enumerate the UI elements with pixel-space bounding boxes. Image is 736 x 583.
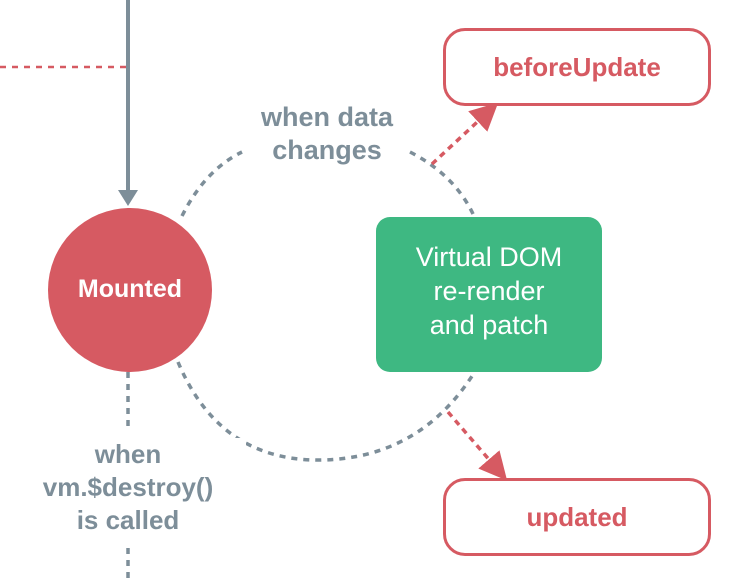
when-data-line-2: changes xyxy=(272,135,382,165)
mounted-circle xyxy=(48,208,212,372)
virtual-dom-line-1: Virtual DOM xyxy=(415,242,563,272)
when-data-changes-label: when data changes xyxy=(232,101,422,167)
before-update-label: beforeUpdate xyxy=(493,51,661,82)
when-destroy-label: when vm.$destroy() is called xyxy=(10,438,246,537)
incoming-arrowhead xyxy=(118,190,138,206)
when-data-line-1: when data xyxy=(260,102,394,132)
updated-label: updated xyxy=(526,501,628,532)
virtual-dom-line-3: and patch xyxy=(429,310,549,340)
virtual-dom-label: Virtual DOM re-render and patch xyxy=(376,240,602,342)
virtual-dom-box xyxy=(376,217,602,372)
when-destroy-line-1: when xyxy=(94,439,162,469)
before-update-hook: beforeUpdate xyxy=(443,28,711,106)
updated-hook: updated xyxy=(443,478,711,556)
virtual-dom-line-2: re-render xyxy=(433,276,545,306)
mounted-label: Mounted xyxy=(77,275,183,303)
when-destroy-line-3: is called xyxy=(76,505,180,535)
arrow-to-before-update xyxy=(430,102,499,166)
when-destroy-line-2: vm.$destroy() xyxy=(42,472,214,502)
arrow-to-updated xyxy=(446,410,508,481)
